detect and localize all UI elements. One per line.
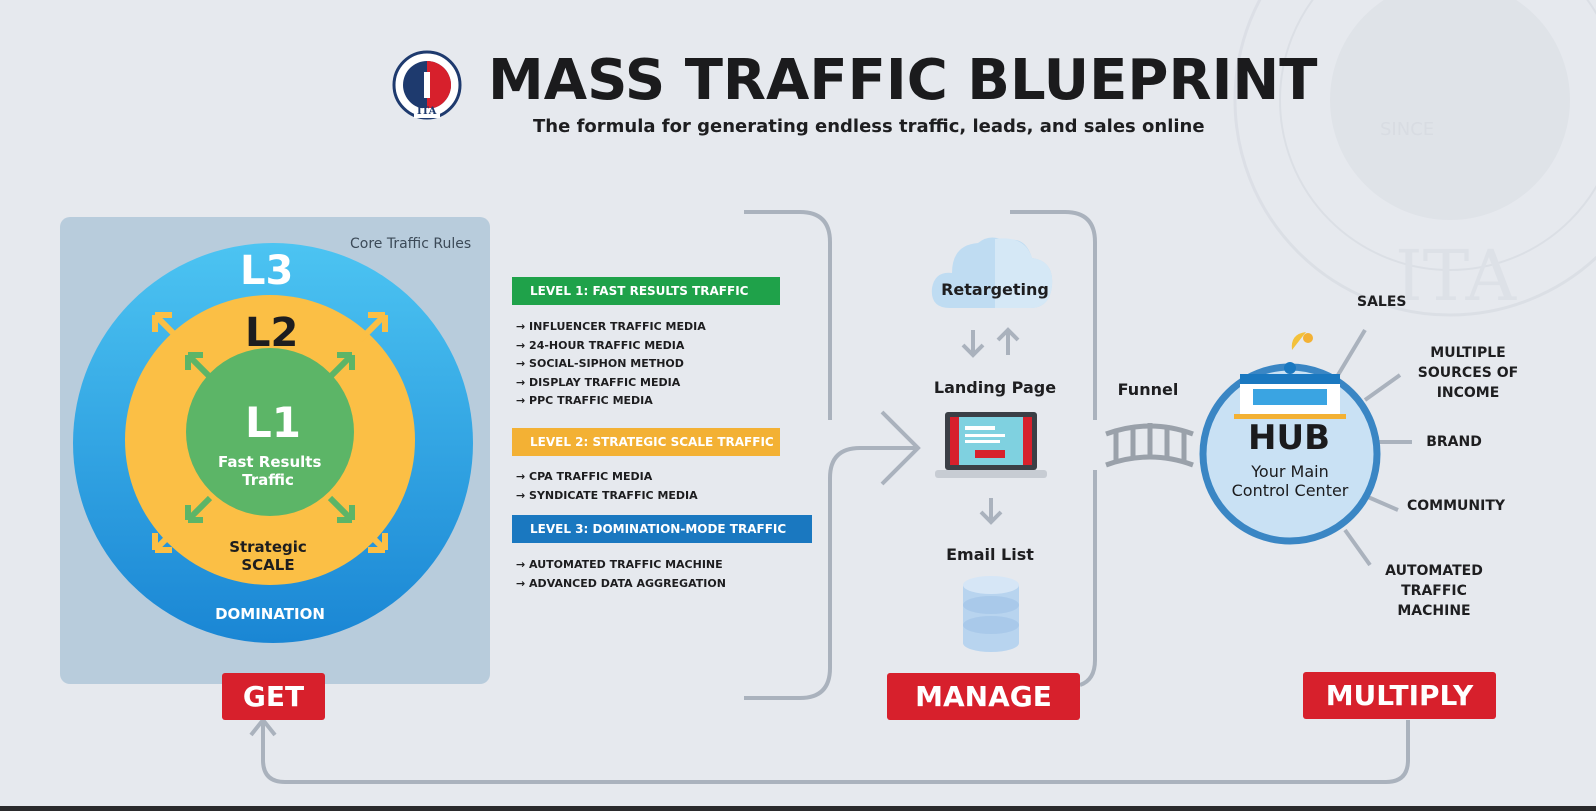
level-1-bar: LEVEL 1: FAST RESULTS TRAFFIC: [512, 277, 780, 305]
page-subtitle: The formula for generating endless traff…: [533, 116, 1205, 137]
spoke-automated-traffic: AUTOMATED TRAFFIC MACHINE: [1385, 563, 1483, 619]
hub-title: HUB: [1248, 418, 1330, 458]
l3-caption: DOMINATION: [215, 605, 325, 623]
ita-logo: [392, 50, 462, 120]
level-2-items: CPA TRAFFIC MEDIA SYNDICATE TRAFFIC MEDI…: [516, 468, 698, 505]
retargeting-label: Retargeting: [941, 280, 1049, 299]
hub-circle: [1199, 362, 1381, 545]
funnel-bridge: [1105, 423, 1194, 468]
page-title: MASS TRAFFIC BLUEPRINT: [488, 48, 1318, 113]
bracket-to-manage-arrow: [828, 446, 918, 500]
l1-caption-line1: Fast Results: [218, 453, 322, 471]
return-loop: [261, 720, 1410, 784]
level-1-items: INFLUENCER TRAFFIC MEDIA 24-HOUR TRAFFIC…: [516, 318, 706, 411]
get-button[interactable]: GET: [222, 673, 325, 720]
spoke-brand: BRAND: [1426, 434, 1482, 450]
list-item: SOCIAL-SIPHON METHOD: [516, 355, 706, 374]
return-loop-arrow-head: [249, 716, 277, 737]
level-bracket: [744, 210, 832, 700]
spoke-sales: SALES: [1357, 294, 1407, 310]
landing-page-label: Landing Page: [933, 378, 1057, 397]
list-item: AUTOMATED TRAFFIC MACHINE: [516, 556, 726, 575]
hub-spokes: [1333, 328, 1412, 567]
watermark-seal: SINCE ITA: [1233, 0, 1596, 317]
l2-label: L2: [245, 310, 299, 356]
spoke-community: COMMUNITY: [1406, 498, 1506, 514]
list-item: 24-HOUR TRAFFIC MEDIA: [516, 337, 706, 356]
traffic-levels-circles: [73, 243, 473, 643]
l3-label: L3: [240, 248, 294, 294]
manage-arrow-head: [880, 410, 921, 486]
retargeting-arrows: [961, 327, 1020, 525]
level-3-bar: LEVEL 3: DOMINATION-MODE TRAFFIC: [512, 515, 812, 543]
satellite-dish-icon: [1291, 332, 1313, 350]
hub-subtitle-line2: Control Center: [1231, 481, 1349, 500]
list-item: SYNDICATE TRAFFIC MEDIA: [516, 487, 698, 506]
email-list-label: Email List: [946, 545, 1034, 564]
spoke-multiple-sources: MULTIPLE SOURCES OF INCOME: [1417, 345, 1519, 401]
l2-caption-line2: SCALE: [241, 556, 295, 574]
list-item: PPC TRAFFIC MEDIA: [516, 392, 706, 411]
laptop-icon: [935, 412, 1047, 478]
l1-expand-arrows: [185, 352, 355, 523]
l2-expand-arrows: [152, 312, 388, 553]
level-2-bar: LEVEL 2: STRATEGIC SCALE TRAFFIC: [512, 428, 780, 456]
watermark-since: SINCE: [1380, 119, 1434, 140]
l1-caption-line2: Traffic: [242, 471, 294, 489]
core-traffic-rules-label: Core Traffic Rules: [350, 236, 472, 252]
database-icon: [963, 576, 1019, 652]
manage-button[interactable]: MANAGE: [887, 673, 1080, 720]
l1-circle: [186, 348, 354, 516]
list-item: DISPLAY TRAFFIC MEDIA: [516, 374, 706, 393]
list-item: CPA TRAFFIC MEDIA: [516, 468, 698, 487]
funnel-label: Funnel: [1117, 380, 1179, 399]
level-3-items: AUTOMATED TRAFFIC MACHINE ADVANCED DATA …: [516, 556, 726, 593]
l1-label: L1: [245, 398, 301, 447]
cloud-icon: [931, 237, 1053, 308]
list-item: ADVANCED DATA AGGREGATION: [516, 575, 726, 594]
hub-subtitle-line1: Your Main: [1251, 462, 1329, 481]
manage-bracket: [1010, 210, 1097, 687]
l2-caption-line1: Strategic: [229, 538, 307, 556]
multiply-button[interactable]: MULTIPLY: [1303, 672, 1496, 719]
list-item: INFLUENCER TRAFFIC MEDIA: [516, 318, 706, 337]
logo-text: ITA: [417, 106, 437, 117]
watermark-ita: ITA: [1395, 235, 1518, 317]
